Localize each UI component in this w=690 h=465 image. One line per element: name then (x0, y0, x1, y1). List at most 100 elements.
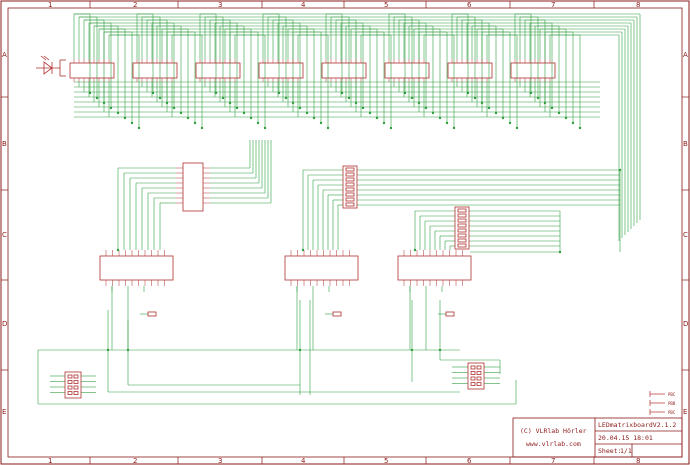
header-pin (470, 382, 476, 386)
matrix-connector (258, 62, 304, 79)
resistor (457, 213, 467, 218)
junction-dot (550, 106, 554, 110)
capacitor (445, 311, 455, 317)
resistor (345, 202, 355, 207)
header-pin (73, 374, 79, 379)
col-label-5b: 5 (384, 457, 388, 465)
header-pin (73, 391, 79, 395)
col-label-6: 6 (467, 1, 472, 9)
resistor (345, 172, 355, 177)
row-label-D-r: D (683, 320, 688, 328)
junctions (88, 91, 622, 352)
col-label-2: 2 (133, 1, 137, 9)
row-label-B: B (2, 140, 7, 148)
title-url: www.vlrlab.com (526, 440, 581, 448)
row-label-D: D (2, 320, 7, 328)
junction-dot (487, 106, 491, 110)
matrix-connector (384, 62, 430, 79)
junction-dot (109, 106, 113, 110)
matrix-connector (132, 62, 178, 79)
junction-dot (536, 96, 540, 100)
junction-dot (438, 348, 442, 352)
header-pin (470, 371, 476, 375)
row-label-C: C (2, 231, 7, 239)
header-pin (476, 376, 482, 381)
col-label-4: 4 (301, 1, 306, 9)
matrix-connector (195, 62, 241, 79)
resistor (345, 192, 355, 197)
junction-dot (361, 106, 365, 110)
resistor (345, 187, 355, 192)
junction-dot (284, 96, 288, 100)
junction-dot (126, 348, 130, 352)
header-pin (470, 376, 476, 381)
junction-dot (186, 116, 190, 120)
junction-dot (424, 106, 428, 110)
col-label-2b: 2 (133, 457, 137, 465)
resistor-array (454, 206, 470, 250)
junction-dot (403, 91, 407, 95)
header-j2 (467, 362, 485, 390)
junction-dot (529, 91, 533, 95)
col-label-3b: 3 (218, 457, 222, 465)
junction-dot (382, 121, 386, 125)
resistor (457, 233, 467, 238)
junction-dot (172, 106, 176, 110)
row-label-A: A (2, 51, 7, 59)
wire-net (37, 13, 641, 405)
row-label-E-r: E (683, 408, 687, 416)
junction-dot (137, 126, 141, 130)
junction-dot (242, 111, 246, 115)
resistor (345, 182, 355, 187)
resistor (345, 167, 355, 172)
junction-dot (340, 91, 344, 95)
junction-dot (158, 96, 162, 100)
resistor (457, 238, 467, 243)
junction-dot (480, 101, 484, 105)
junction-dot (312, 116, 316, 120)
capacitor (332, 311, 342, 317)
header-pin (67, 385, 73, 390)
junction-dot (558, 250, 562, 254)
title-sheet-value: 1/1 (620, 447, 632, 455)
capacitor (147, 311, 157, 317)
led-symbol-icon (36, 55, 66, 77)
matrix-connector (321, 62, 367, 79)
header-pin (476, 365, 482, 370)
row-label-C-r: C (683, 231, 688, 239)
junction-dot (431, 111, 435, 115)
driver-ic (99, 255, 174, 281)
svg-text:PBC: PBC (668, 392, 676, 397)
header-pin (67, 391, 73, 395)
junction-dot (347, 96, 351, 100)
junction-dot (106, 348, 110, 352)
svg-text:PBC: PBC (668, 410, 676, 415)
header-pin (470, 365, 476, 370)
junction-dot (319, 121, 323, 125)
junction-dot (249, 116, 253, 120)
junction-dot (291, 101, 295, 105)
junction-dot (130, 121, 134, 125)
junction-dot (277, 91, 281, 95)
matrix-connector (447, 62, 493, 79)
header-pin (476, 382, 482, 386)
power-labels: PBC PBB PBC (668, 392, 676, 415)
driver-ic (397, 255, 472, 281)
col-label-8b: 8 (636, 457, 640, 465)
junction-dot (452, 126, 456, 130)
junction-dot (116, 248, 120, 252)
col-label-3: 3 (218, 1, 222, 9)
matrix-connector (510, 62, 556, 79)
junction-dot (501, 116, 505, 120)
junction-dot (410, 96, 414, 100)
junction-dot (123, 116, 127, 120)
resistor (457, 223, 467, 228)
junction-dot (473, 96, 477, 100)
junction-dot (413, 248, 417, 252)
junction-dot (389, 126, 393, 130)
title-block (512, 417, 683, 458)
col-label-1b: 1 (48, 457, 52, 465)
junction-dot (179, 111, 183, 115)
